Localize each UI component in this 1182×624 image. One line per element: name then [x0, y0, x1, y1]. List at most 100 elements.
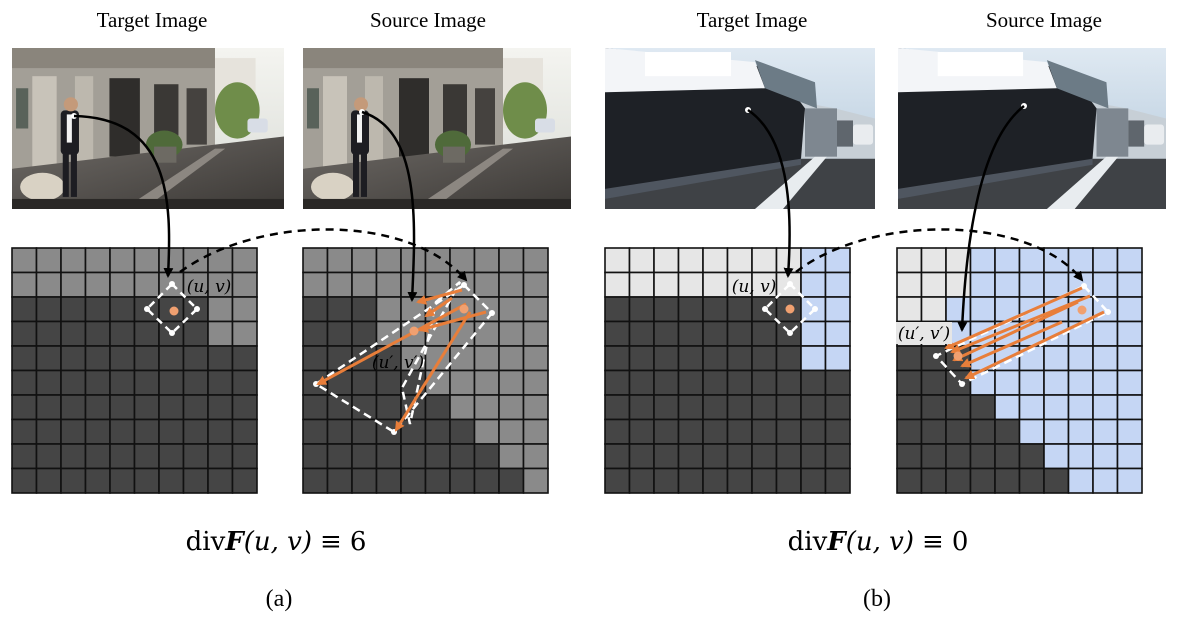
grid-cell — [1043, 271, 1070, 298]
grid-cell — [702, 296, 729, 323]
grid-cell — [109, 320, 136, 347]
grid-cell — [109, 271, 136, 298]
grid-cell — [522, 320, 549, 347]
grid-cell — [498, 271, 525, 298]
grid-cell — [653, 345, 680, 372]
grid-cell — [1018, 467, 1045, 494]
grid-cell — [109, 418, 136, 445]
grid-cell — [1116, 345, 1143, 372]
flow-arrow — [964, 310, 1105, 380]
grid-cell — [920, 394, 947, 421]
caption-a: (a) — [266, 586, 293, 612]
grid-cell — [182, 394, 209, 421]
grid-cell — [60, 467, 87, 494]
grid-cell — [1092, 467, 1119, 494]
grid-cell — [60, 296, 87, 323]
grid-cell — [473, 443, 500, 470]
equiv-symbol: ≡ — [320, 527, 342, 557]
grid-cell — [109, 345, 136, 372]
grid-cell — [522, 443, 549, 470]
grid-cell — [800, 369, 827, 396]
grid-cell — [473, 394, 500, 421]
grid-cell — [800, 271, 827, 298]
grid-cell — [11, 443, 38, 470]
grid-cell — [302, 271, 329, 298]
grid-cell — [182, 369, 209, 396]
divergence-value: 6 — [350, 527, 367, 557]
grid-cell — [945, 296, 972, 323]
grid-cell — [326, 296, 353, 323]
grid-cell — [1018, 394, 1045, 421]
grid-cell — [11, 369, 38, 396]
grid-cell — [751, 320, 778, 347]
grid-cell — [207, 247, 234, 274]
grid-cell — [424, 394, 451, 421]
grid-cell — [35, 394, 62, 421]
grid-cell — [751, 467, 778, 494]
grid-cell — [994, 467, 1021, 494]
source-window-box-a — [313, 283, 494, 434]
grid-cell — [351, 467, 378, 494]
grid-cell — [158, 467, 185, 494]
grid-cell — [920, 369, 947, 396]
grid-cell — [702, 443, 729, 470]
grid-cell — [1092, 345, 1119, 372]
flow-arrow — [960, 320, 1063, 368]
window-corner — [461, 282, 467, 288]
grid-cell — [207, 443, 234, 470]
grid-cell — [207, 320, 234, 347]
grid-cell — [702, 247, 729, 274]
grid-cell — [326, 467, 353, 494]
grid-cell — [604, 345, 631, 372]
grid-cell — [60, 394, 87, 421]
grid-cell — [302, 296, 329, 323]
source-sample-point-a — [459, 304, 469, 314]
grid-cell — [1067, 394, 1094, 421]
grid-cell — [702, 345, 729, 372]
correspondence-arrow-target-b — [747, 108, 794, 278]
grid-cell — [800, 443, 827, 470]
grid-cell — [1092, 369, 1119, 396]
grid-cell — [449, 394, 476, 421]
correspondence-arrow-source-b — [957, 105, 1025, 332]
grid-cell — [11, 271, 38, 298]
grid-cell — [60, 247, 87, 274]
grid-cell — [824, 394, 851, 421]
grid-cell — [1116, 467, 1143, 494]
grid-cell — [1116, 394, 1143, 421]
grid-cell — [677, 296, 704, 323]
grid-cell — [449, 369, 476, 396]
grid-source-b — [896, 247, 1143, 494]
grid-cell — [653, 296, 680, 323]
grid-cell — [326, 394, 353, 421]
grid-cell — [920, 247, 947, 274]
grid-cell — [800, 320, 827, 347]
divergence-formula-a: divF(u, v)≡6 — [186, 527, 367, 557]
grid-cell — [653, 394, 680, 421]
grid-cell — [751, 369, 778, 396]
source-photo-b — [898, 48, 1166, 209]
grid-cell — [182, 443, 209, 470]
flow-symbol: F — [224, 527, 245, 557]
grid-cell — [628, 418, 655, 445]
grid-cell — [498, 369, 525, 396]
grid-cell — [351, 247, 378, 274]
flow-arrow — [944, 286, 1083, 350]
target-window-a: (u, v) — [144, 277, 231, 336]
grid-cell — [702, 467, 729, 494]
source-point-label-b: (u′, v′) — [898, 324, 950, 344]
grid-cell — [400, 467, 427, 494]
grid-cell — [231, 320, 258, 347]
grid-cell — [35, 247, 62, 274]
grid-cell — [449, 467, 476, 494]
grid-cell — [424, 467, 451, 494]
grid-cell — [726, 345, 753, 372]
grid-cell — [84, 467, 111, 494]
grid-cell — [326, 271, 353, 298]
grid-cell — [522, 345, 549, 372]
grid-cell — [604, 443, 631, 470]
grid-cell — [473, 271, 500, 298]
grid-cell — [1043, 394, 1070, 421]
grid-cell — [969, 296, 996, 323]
grid-cell — [1067, 467, 1094, 494]
